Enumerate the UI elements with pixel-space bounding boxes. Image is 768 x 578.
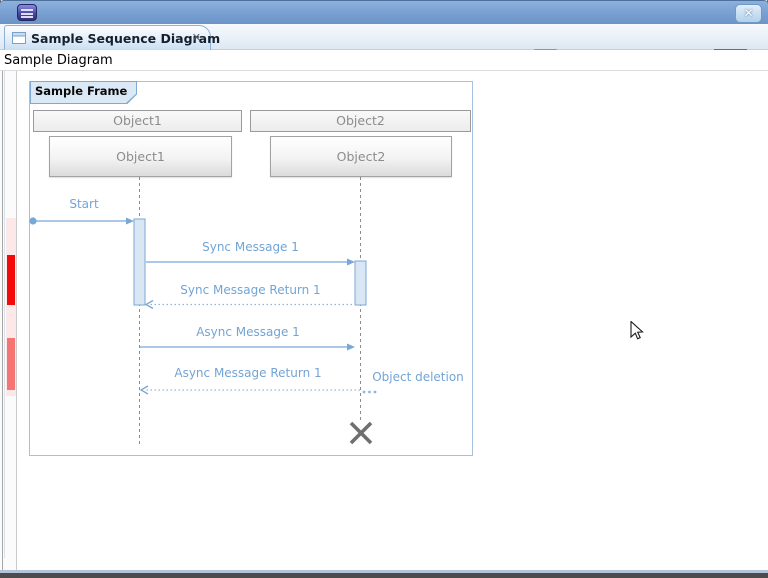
frame-label: Sample Frame bbox=[35, 84, 128, 98]
window-titlebar[interactable]: ✕ bbox=[0, 0, 768, 24]
lifeline-header-object1[interactable]: Object1 bbox=[33, 110, 242, 132]
editor-tabbar: Sample Sequence Diagram ✕ bbox=[0, 24, 768, 73]
breadcrumb-label: Sample Diagram bbox=[4, 53, 113, 68]
ruler-marker-salmon[interactable] bbox=[7, 338, 15, 390]
window-bottom-border bbox=[0, 570, 768, 573]
tab-close-icon[interactable]: ✕ bbox=[191, 31, 201, 44]
ruler-marker-red[interactable] bbox=[7, 255, 15, 305]
diagram-editor-icon bbox=[12, 32, 26, 44]
object-box-object1[interactable]: Object1 bbox=[49, 136, 232, 177]
breadcrumb: Sample Diagram bbox=[0, 50, 768, 71]
message-label-async-return1[interactable]: Async Message Return 1 bbox=[174, 366, 322, 380]
message-label-object-deletion[interactable]: Object deletion bbox=[372, 370, 464, 384]
tab-sample-sequence-diagram[interactable]: Sample Sequence Diagram ✕ bbox=[4, 25, 220, 50]
message-label-async1[interactable]: Async Message 1 bbox=[196, 325, 300, 339]
mouse-pointer-icon bbox=[630, 321, 644, 340]
message-label-sync-return1[interactable]: Sync Message Return 1 bbox=[180, 283, 321, 297]
lifeline-header-object2[interactable]: Object2 bbox=[250, 110, 471, 132]
window-close-button[interactable]: ✕ bbox=[735, 4, 762, 23]
ruler-marker-band bbox=[6, 218, 16, 396]
window-bottom-frame bbox=[0, 573, 768, 578]
tab-title: Sample Sequence Diagram bbox=[31, 31, 221, 46]
message-label-sync1[interactable]: Sync Message 1 bbox=[202, 240, 299, 254]
object-box-object2[interactable]: Object2 bbox=[270, 136, 452, 177]
diagram-selection-box[interactable] bbox=[29, 81, 473, 456]
eclipse-logo-icon bbox=[17, 4, 37, 21]
frame-label-tab[interactable]: Sample Frame bbox=[30, 81, 137, 104]
message-label-start[interactable]: Start bbox=[69, 197, 99, 211]
